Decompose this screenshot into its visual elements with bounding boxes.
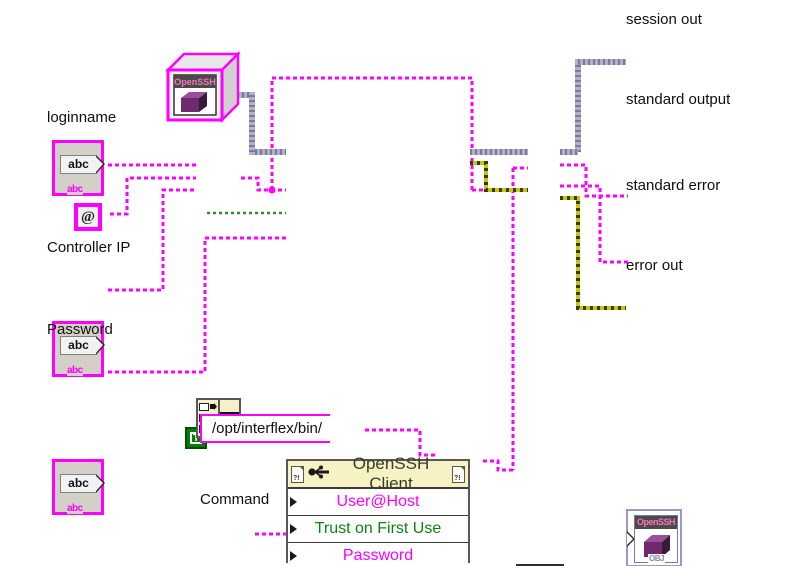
controller-ip-output-terminal-icon — [96, 336, 105, 355]
session-out-input-terminal-icon — [627, 531, 635, 547]
connector-key-icon — [308, 465, 330, 484]
control-password[interactable]: abc abc — [52, 459, 105, 515]
wire-concat-bottom-to-sshnode — [483, 459, 513, 472]
wire-junction — [268, 186, 276, 194]
input-terminal-trust-icon — [290, 524, 297, 534]
wire-sshnode-to-standard-error — [560, 184, 628, 264]
openssh-const-label: OpenSSH — [174, 77, 216, 87]
wire-openssh-const-to-client — [237, 92, 286, 155]
wire-sshnode-to-standard-output — [560, 163, 628, 198]
label-loginname: loginname — [47, 109, 117, 126]
openssh-client-row-userhost[interactable]: User@Host — [288, 489, 468, 516]
wire-concat-to-userhost — [241, 176, 286, 192]
wire-sshnode-to-session-out — [575, 59, 626, 152]
subvi-doc-icon-right: ?! — [452, 465, 465, 483]
openssh-client-title: OpenSSH Client — [352, 454, 430, 493]
openssh-cube-icon — [644, 535, 670, 557]
constant-at-sign[interactable]: @ — [74, 203, 102, 231]
password-type-tag: abc — [67, 503, 83, 514]
controller-ip-glyph: abc — [60, 336, 96, 355]
controller-ip-type-tag: abc — [67, 365, 83, 376]
concat-top-input-1 — [199, 402, 217, 411]
loginname-output-terminal-icon — [96, 155, 105, 174]
input-terminal-password-icon — [290, 551, 297, 561]
wire-password-to-sshclient — [108, 236, 286, 374]
wire-path-to-concat-bottom — [365, 428, 438, 457]
password-output-terminal-icon — [96, 474, 105, 493]
openssh-client-row-trust[interactable]: Trust on First Use — [288, 516, 468, 543]
subvi-ssh-execute[interactable]: SSH >>_ — [516, 564, 564, 566]
input-terminal-userhost-icon — [290, 497, 297, 507]
label-standard-output: standard output — [626, 91, 731, 108]
label-error-out: error out — [626, 257, 683, 274]
subvi-openssh-client[interactable]: ?! OpenSSH Client ?! User@Host Trust on … — [286, 454, 470, 566]
loginname-glyph: abc — [60, 155, 96, 174]
session-out-icon-label: OpenSSH — [635, 516, 677, 529]
openssh-client-row-password[interactable]: Password — [288, 543, 468, 566]
label-password: Password — [47, 321, 113, 338]
constant-openssh-class[interactable]: OpenSSH — [158, 48, 242, 130]
wire-string-loop-top — [270, 76, 474, 190]
label-session-out: session out — [626, 11, 702, 28]
label-controller-ip: Controller IP — [47, 239, 131, 256]
row-label-trust: Trust on First Use — [314, 520, 442, 537]
wire-client-error-to-sshnode-stripe — [470, 161, 528, 192]
label-command: Command — [200, 491, 270, 508]
indicator-session-out[interactable]: OpenSSH OBJ — [626, 509, 682, 566]
constant-path[interactable]: /opt/interflex/bin/ — [200, 414, 331, 443]
password-glyph: abc — [60, 474, 96, 493]
session-out-type-tag: OBJ — [648, 554, 665, 563]
label-standard-error: standard error — [626, 177, 721, 194]
loginname-type-tag: abc — [67, 184, 83, 195]
row-label-userhost: User@Host — [336, 493, 420, 510]
wire-openssh-const-to-client-stripe — [237, 92, 286, 155]
wire-sshnode-error-to-error-out-stripe — [560, 196, 626, 310]
wire-sshnode-error-to-error-out — [560, 196, 626, 310]
control-loginname[interactable]: abc abc — [52, 140, 105, 196]
control-controller-ip[interactable]: abc abc — [52, 321, 105, 377]
row-label-password: Password — [342, 547, 414, 564]
wire-sshnode-to-session-out-stripe — [575, 59, 626, 152]
subvi-doc-icon-left: ?! — [291, 465, 304, 483]
wire-client-error-to-sshnode — [470, 161, 528, 192]
wire-at-to-concat — [110, 176, 196, 216]
openssh-client-header: ?! OpenSSH Client ?! — [288, 454, 468, 493]
